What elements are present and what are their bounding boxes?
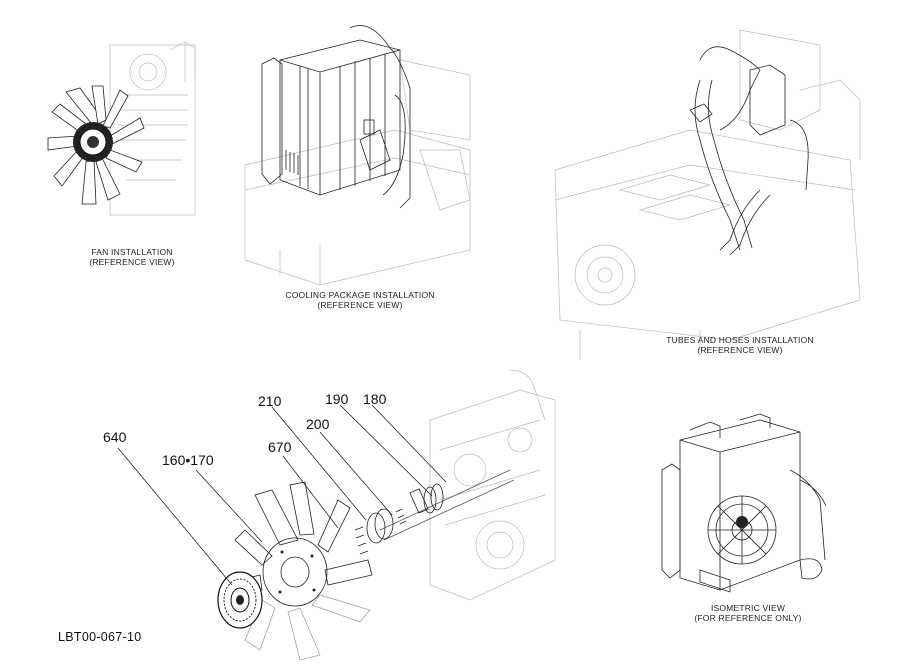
cooling-package-iso [661,413,827,593]
callout-leaders [117,404,447,586]
main-fan-blades [221,481,373,661]
isometric-view: ISOMETRIC VIEW (FOR REFERENCE ONLY) [661,413,827,623]
main-exploded-view: 640 160•170 670 210 200 190 180 LBT00-06… [58,369,556,661]
callout-640: 640 [103,429,127,445]
cooling-view-subtitle: (REFERENCE VIEW) [317,300,402,310]
callout-210: 210 [258,393,282,409]
fan-view-subtitle: (REFERENCE VIEW) [89,257,174,267]
chassis-background [244,59,471,286]
fan-installation-view: FAN INSTALLATION (REFERENCE VIEW) [47,41,196,267]
iso-view-subtitle: (FOR REFERENCE ONLY) [694,613,801,623]
callout-180: 180 [363,391,387,407]
iso-view-title: ISOMETRIC VIEW [711,603,785,613]
engine-block-background [554,29,861,360]
viscous-fan-drive [217,571,263,629]
tubes-view-subtitle: (REFERENCE VIEW) [697,345,782,355]
tubes-hoses-view: TUBES AND HOSES INSTALLATION (REFERENCE … [554,29,861,360]
callout-190: 190 [325,391,349,407]
engine-ghost [429,369,556,601]
fan-view-title: FAN INSTALLATION [91,247,172,257]
hoses [689,46,809,256]
hub-adapter-parts [354,469,515,555]
callout-670: 670 [268,439,292,455]
fan-hub [73,122,113,162]
cooling-package-view: COOLING PACKAGE INSTALLATION (REFERENCE … [244,25,471,310]
engine-background [109,41,196,216]
callout-200: 200 [306,416,330,432]
callout-160-170: 160•170 [162,452,214,468]
drawing-id: LBT00-067-10 [58,630,142,644]
cooling-view-title: COOLING PACKAGE INSTALLATION [285,290,434,300]
radiator-stack [261,25,411,209]
tubes-view-title: TUBES AND HOSES INSTALLATION [666,335,813,345]
